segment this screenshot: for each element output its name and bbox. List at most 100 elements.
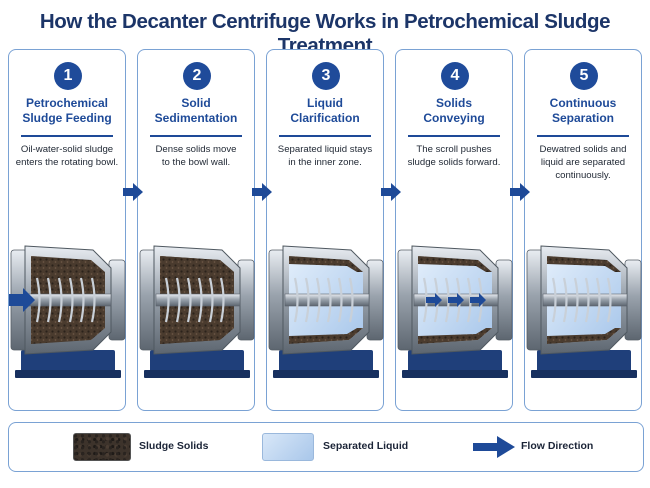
step-1-desc-line-2: enters the rotating bowl.	[15, 157, 119, 168]
settled-solids-bottom	[289, 328, 363, 344]
step-5-panel: 5 Continuous Separation Dewatred solids …	[524, 49, 642, 411]
centrifuge-base	[21, 350, 115, 374]
settled-solids-top	[418, 256, 492, 272]
flow-arrow-icon	[252, 183, 272, 201]
step-1-divider	[21, 135, 113, 137]
scroll-flight	[35, 277, 41, 323]
step-1-centrifuge-illustration	[9, 245, 126, 378]
scroll-flight	[304, 277, 310, 323]
inner-flow-arrow-icon	[426, 293, 442, 307]
step-5-desc-line-3: continuously.	[555, 170, 611, 181]
settled-solids-top	[160, 256, 234, 272]
scroll-flight	[208, 277, 214, 323]
flow-direction-arrow-icon	[473, 436, 515, 458]
scroll-flight	[79, 277, 85, 323]
settled-solids-top	[289, 256, 363, 272]
step-1-description: Oil-water-solid sludge enters the rotati…	[11, 143, 123, 169]
step-3-desc-line-1: Separated liquid stays	[277, 144, 373, 155]
step-4-title-line-2: Conveying	[423, 111, 485, 125]
scroll-flight	[57, 277, 63, 323]
step-4-number: 4	[441, 62, 469, 90]
scroll-flight	[68, 277, 74, 323]
settled-solids-bottom	[160, 328, 234, 344]
scroll-shaft	[542, 293, 628, 307]
scroll-flight	[337, 277, 343, 323]
step-1-title-line-1: Petrochemical	[25, 96, 109, 110]
scroll-flight	[573, 277, 579, 323]
centrifuge-base-plate	[531, 370, 637, 378]
centrifuge-base-plate	[273, 370, 379, 378]
legend-flow-label: Flow Direction	[521, 440, 594, 452]
step-2-title-line-1: Solid	[181, 96, 211, 110]
scroll-flight	[197, 277, 203, 323]
scroll-flight	[562, 277, 568, 323]
scroll-flight	[46, 277, 52, 323]
inner-flow-arrow-icon	[448, 293, 464, 307]
step-2-centrifuge-illustration	[139, 245, 255, 378]
legend-solids-label: Sludge Solids	[139, 440, 209, 452]
legend: Sludge Solids Separated Liquid Flow Dire…	[8, 422, 644, 472]
step-1-desc-line-1: Oil-water-solid sludge	[20, 144, 114, 155]
scroll-flight	[175, 277, 181, 323]
flow-arrow-icon	[123, 183, 143, 201]
feed-arrow-icon	[9, 288, 35, 312]
step-3-description: Separated liquid stays in the inner zone…	[269, 143, 381, 169]
step-2-description: Dense solids move to the bowl wall.	[140, 143, 252, 169]
scroll-flight	[219, 277, 225, 323]
centrifuge-base	[150, 350, 244, 374]
step-4-title-line-1: Solids	[435, 96, 472, 110]
scroll-flight	[584, 277, 590, 323]
sludge-solids-swatch	[73, 433, 131, 461]
step-4-desc-line-1: The scroll pushes	[416, 144, 492, 155]
step-3-desc-line-2: in the inner zone.	[288, 157, 362, 168]
settled-solids-bottom	[418, 328, 492, 344]
flow-arrow-icon	[381, 183, 401, 201]
step-5-description: Dewatred solids and liquid are separated…	[527, 143, 639, 182]
step-5-divider	[537, 135, 629, 137]
scroll-flight	[293, 277, 299, 323]
centrifuge-base	[537, 350, 631, 374]
step-1-panel: 1 Petrochemical Sludge Feeding Oil-water…	[8, 49, 126, 411]
legend-liquid-label: Separated Liquid	[323, 440, 409, 452]
scroll-flight	[606, 277, 612, 323]
step-4-title: Solids Conveying	[398, 96, 510, 126]
centrifuge-base-plate	[402, 370, 508, 378]
step-5-centrifuge-illustration	[526, 245, 642, 378]
step-4-desc-line-2: sludge solids forward.	[407, 157, 501, 168]
step-5-title-line-1: Continuous	[549, 96, 617, 110]
scroll-flight	[315, 277, 321, 323]
separated-liquid-swatch	[262, 433, 314, 461]
step-1-title-line-2: Sludge Feeding	[22, 111, 112, 125]
step-2-panel: 2 Solid Sedimentation Dense solids move …	[137, 49, 255, 411]
step-4-divider	[408, 135, 500, 137]
step-3-title-line-2: Clarification	[290, 111, 360, 125]
step-2-divider	[150, 135, 242, 137]
step-2-desc-line-1: Dense solids move	[155, 144, 237, 155]
step-1-number: 1	[54, 62, 82, 90]
scroll-flight	[595, 277, 601, 323]
step-5-desc-line-1: Dewatred solids and	[539, 144, 627, 155]
step-2-title-line-2: Sedimentation	[154, 111, 238, 125]
scroll-shaft	[155, 293, 241, 307]
step-5-title: Continuous Separation	[527, 96, 639, 126]
flow-arrow-icon	[510, 183, 530, 201]
step-4-description: The scroll pushes sludge solids forward.	[398, 143, 510, 169]
step-3-panel: 3 Liquid Clarification Separated liquid …	[266, 49, 384, 411]
scroll-flight	[186, 277, 192, 323]
step-5-number: 5	[570, 62, 598, 90]
centrifuge-base	[279, 350, 373, 374]
scroll-flight	[90, 277, 96, 323]
step-1-title: Petrochemical Sludge Feeding	[11, 96, 123, 126]
step-5-desc-line-2: liquid are separated	[540, 157, 626, 168]
centrifuge-base-plate	[15, 370, 121, 378]
centrifuge-base-plate	[144, 370, 250, 378]
settled-solids-bottom	[547, 328, 621, 344]
step-4-panel: 4 Solids Conveying The scroll pushes slu…	[395, 49, 513, 411]
step-3-centrifuge-illustration	[268, 245, 384, 378]
step-5-title-line-2: Separation	[551, 111, 614, 125]
step-3-number: 3	[312, 62, 340, 90]
step-2-desc-line-2: to the bowl wall.	[161, 157, 231, 168]
step-3-divider	[279, 135, 371, 137]
step-3-title: Liquid Clarification	[269, 96, 381, 126]
step-2-number: 2	[183, 62, 211, 90]
